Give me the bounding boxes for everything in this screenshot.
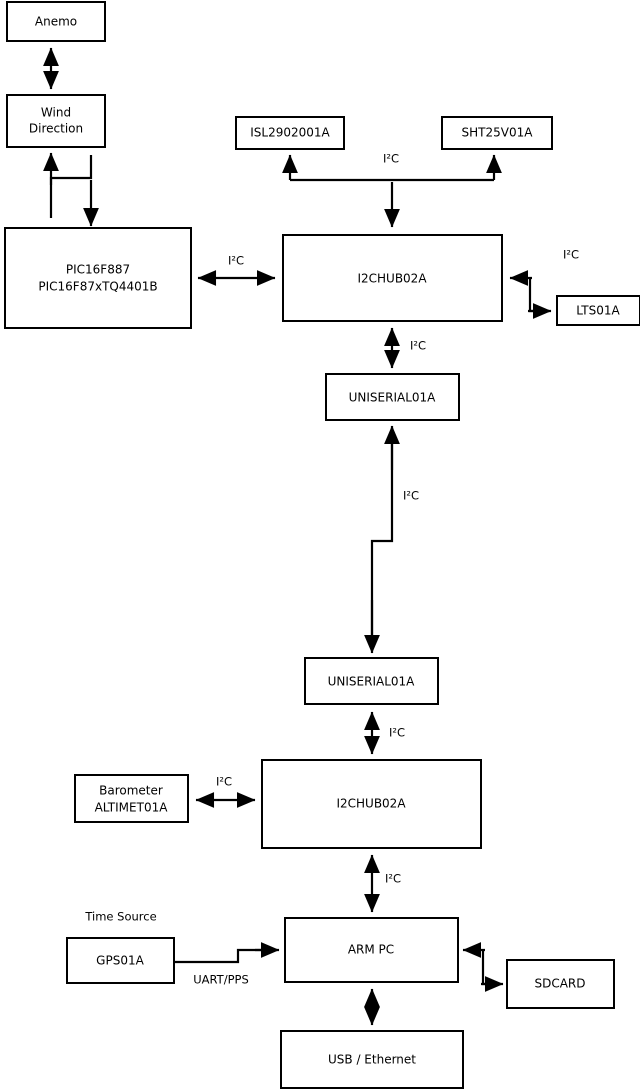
node-usb-ethernet[interactable]: USB / Ethernet xyxy=(280,1030,464,1089)
edge-label-i2c-uniserial-hub-bottom: I²C xyxy=(389,726,405,740)
node-uniserial01a-bottom[interactable]: UNISERIAL01A xyxy=(304,657,439,705)
node-anemo-label: Anemo xyxy=(35,15,77,29)
node-isl2902001a-label: ISL2902001A xyxy=(250,126,330,140)
node-sdcard-rect xyxy=(506,959,615,1009)
node-barometer-altimet01a[interactable]: Barometer ALTIMET01A xyxy=(74,774,189,823)
node-sdcard[interactable]: SDCARD xyxy=(506,959,615,1009)
node-i2chub02a-bottom[interactable]: I2CHUB02A xyxy=(261,759,482,849)
node-isl2902001a-rect xyxy=(235,116,345,150)
node-gps01a[interactable]: GPS01A xyxy=(66,937,175,984)
node-wind-direction[interactable]: Wind Direction xyxy=(6,94,106,148)
node-pic-mcu-label-line1: PIC16F887 xyxy=(66,263,130,277)
edge-hub-lts-elbow xyxy=(528,278,549,313)
edge-gps-armpc-path xyxy=(174,948,270,964)
node-anemo[interactable]: Anemo xyxy=(6,1,106,42)
node-uniserial01a-bottom-rect xyxy=(304,657,439,705)
node-wind-direction-label-line2: Direction xyxy=(29,122,83,136)
node-arm-pc[interactable]: ARM PC xyxy=(284,917,459,983)
node-arm-pc-rect xyxy=(284,917,459,983)
node-usb-ethernet-rect xyxy=(280,1030,464,1089)
node-wind-direction-rect xyxy=(6,94,106,148)
node-wind-direction-label-line1: Wind xyxy=(41,106,71,120)
node-anemo-rect xyxy=(6,1,106,42)
node-gps01a-rect xyxy=(66,937,175,984)
node-sdcard-label: SDCARD xyxy=(534,977,585,991)
label-time-source: Time Source xyxy=(84,910,156,924)
node-i2chub02a-top[interactable]: I2CHUB02A xyxy=(282,234,503,322)
node-pic-mcu-rect xyxy=(4,227,192,329)
node-uniserial01a-top-label: UNISERIAL01A xyxy=(349,391,437,405)
node-i2chub02a-bottom-rect xyxy=(261,759,482,849)
node-uniserial01a-bottom-label: UNISERIAL01A xyxy=(328,675,416,689)
edge-pic-wind-segment xyxy=(49,155,93,218)
edge-label-uart-pps: UART/PPS xyxy=(193,973,249,987)
node-lts01a-rect xyxy=(556,295,640,326)
edge-label-i2c-lts: I²C xyxy=(563,248,579,262)
edge-label-i2c-barometer: I²C xyxy=(216,775,232,789)
node-barometer-altimet01a-rect xyxy=(74,774,189,823)
edge-armpc-sdcard-elbow xyxy=(481,950,500,986)
edge-label-i2c-pic-hub: I²C xyxy=(228,254,244,268)
edge-label-i2c-hub-uniserial: I²C xyxy=(410,339,426,353)
node-i2chub02a-bottom-label: I2CHUB02A xyxy=(336,797,406,811)
node-i2chub02a-top-rect xyxy=(282,234,503,322)
node-usb-ethernet-label: USB / Ethernet xyxy=(328,1053,416,1067)
edge-uniserial-link-path xyxy=(370,428,394,645)
node-barometer-label-line2: ALTIMET01A xyxy=(95,801,169,815)
edge-label-i2c-hub-bottom-armpc: I²C xyxy=(385,872,401,886)
node-lts01a-label: LTS01A xyxy=(576,304,620,318)
node-pic-mcu[interactable]: PIC16F887 PIC16F87xTQ4401B xyxy=(4,227,192,329)
node-uniserial01a-top[interactable]: UNISERIAL01A xyxy=(325,373,460,421)
node-lts01a[interactable]: LTS01A xyxy=(556,295,640,326)
node-sht25v01a[interactable]: SHT25V01A xyxy=(441,116,553,150)
node-sht25v01a-label: SHT25V01A xyxy=(462,126,534,140)
node-i2chub02a-top-label: I2CHUB02A xyxy=(357,272,427,286)
edge-label-i2c-uniserial-link: I²C xyxy=(403,489,419,503)
edge-label-i2c-top-bus: I²C xyxy=(383,152,399,166)
node-pic-mcu-label-line2: PIC16F87xTQ4401B xyxy=(38,280,157,294)
node-sht25v01a-rect xyxy=(441,116,553,150)
node-isl2902001a[interactable]: ISL2902001A xyxy=(235,116,345,150)
node-gps01a-label: GPS01A xyxy=(96,954,144,968)
node-uniserial01a-top-rect xyxy=(325,373,460,421)
node-arm-pc-label: ARM PC xyxy=(348,943,394,957)
node-barometer-label-line1: Barometer xyxy=(99,784,163,798)
